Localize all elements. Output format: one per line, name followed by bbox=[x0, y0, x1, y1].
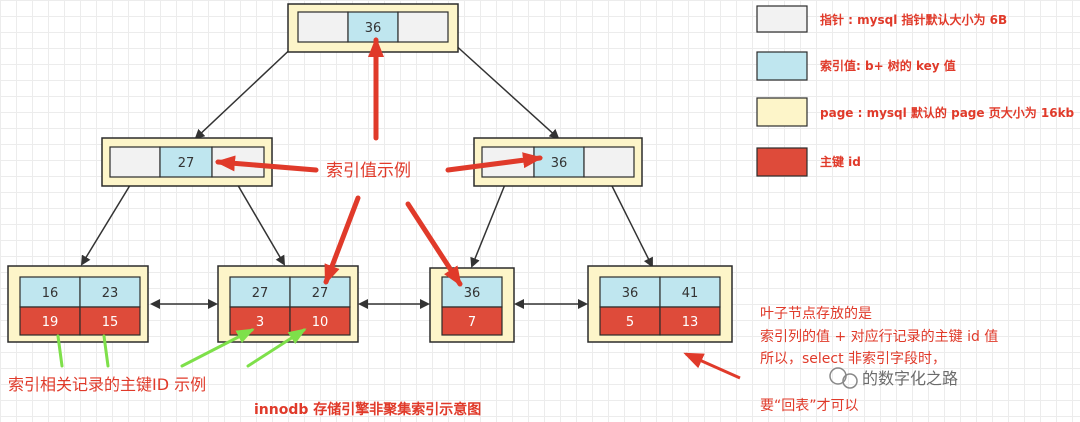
primary-key-value: 15 bbox=[102, 315, 119, 330]
primary-key-cell bbox=[19, 306, 81, 336]
edge-midleft-leaf1 bbox=[80, 181, 133, 266]
leaf-node-3: 36 7 bbox=[429, 267, 515, 343]
primary-key-value: 13 bbox=[682, 315, 699, 330]
key-value: 36 bbox=[551, 156, 568, 171]
leaf-note-line: 叶子节点存放的是 bbox=[760, 306, 872, 322]
pointer-cell bbox=[109, 146, 161, 178]
primary-key-value: 3 bbox=[256, 315, 264, 330]
primary-key-value: 5 bbox=[626, 315, 634, 330]
primary-key-cell bbox=[79, 306, 141, 336]
leaf-node-4: 36 41 5 13 bbox=[587, 265, 733, 343]
key-value: 27 bbox=[312, 286, 329, 301]
key-value: 23 bbox=[102, 286, 119, 301]
leaf-node-1: 16 23 19 15 bbox=[7, 265, 149, 343]
key-cell bbox=[159, 146, 213, 178]
green-arrow bbox=[180, 328, 255, 368]
primary-key-cell bbox=[599, 306, 661, 336]
edge-midright-leaf4 bbox=[609, 181, 653, 268]
primary-key-value: 7 bbox=[468, 315, 476, 330]
wechat-icon bbox=[842, 373, 858, 389]
key-cell bbox=[79, 276, 141, 308]
pointer-cell bbox=[297, 11, 349, 43]
edge-midright-leaf3 bbox=[470, 181, 507, 268]
legend-label: 主键 id bbox=[820, 154, 861, 169]
primary-key-value: 19 bbox=[42, 315, 59, 330]
diagram-caption: innodb 存储引擎非聚集索引示意图 bbox=[254, 401, 481, 418]
pk-example-label: 索引相关记录的主键ID 示例 bbox=[8, 375, 206, 394]
pointer-cell bbox=[583, 146, 635, 178]
green-arrow bbox=[102, 334, 110, 368]
root-node: 36 bbox=[287, 3, 459, 53]
key-value: 41 bbox=[682, 286, 699, 301]
primary-key-cell bbox=[659, 306, 721, 336]
legend-swatch-pointer bbox=[756, 5, 808, 33]
legend-swatch-key bbox=[756, 51, 808, 81]
leaf-note-arrow bbox=[683, 352, 741, 380]
key-cell bbox=[289, 276, 351, 308]
watermark-text: 的数字化之路 bbox=[862, 369, 958, 388]
index-example-label: 索引值示例 bbox=[326, 161, 411, 181]
legend-swatch-page bbox=[756, 97, 808, 127]
key-cell bbox=[229, 276, 291, 308]
legend: 指针 : mysql 指针默认大小为 6B 索引值: b+ 树的 key 值 p… bbox=[756, 5, 1075, 177]
edge-midleft-leaf2 bbox=[235, 181, 286, 266]
edge-root-midright bbox=[451, 41, 560, 140]
key-value: 16 bbox=[42, 286, 59, 301]
legend-label: page : mysql 默认的 page 页大小为 16kb bbox=[820, 105, 1075, 120]
arrow-to-midright bbox=[445, 152, 543, 173]
tree-connectors bbox=[80, 41, 653, 309]
primary-key-cell bbox=[441, 306, 503, 336]
key-value: 36 bbox=[622, 286, 639, 301]
arrow-to-leaf2 bbox=[323, 195, 361, 285]
key-value: 36 bbox=[365, 21, 382, 36]
leaf-note-line: 索引列的值 + 对应行记录的主键 id 值 bbox=[760, 328, 998, 345]
key-value: 27 bbox=[252, 286, 269, 301]
leaf-note-line: 所以，select 非索引字段时， bbox=[760, 350, 946, 367]
arrow-to-midleft bbox=[215, 155, 319, 173]
key-value: 27 bbox=[178, 156, 195, 171]
key-cell bbox=[599, 276, 661, 308]
leaf-note-line: 要“回表”才可以 bbox=[760, 398, 859, 414]
legend-label: 索引值: b+ 树的 key 值 bbox=[820, 58, 956, 73]
index-example-arrows bbox=[215, 37, 543, 287]
leaf-node-2: 27 27 3 10 bbox=[217, 265, 359, 343]
legend-swatch-pk bbox=[756, 147, 808, 177]
green-arrow bbox=[246, 328, 307, 368]
key-cell bbox=[659, 276, 721, 308]
key-value: 36 bbox=[464, 286, 481, 301]
primary-key-value: 10 bbox=[312, 315, 329, 330]
arrow-to-leaf3 bbox=[405, 201, 463, 287]
green-arrow bbox=[56, 334, 64, 368]
legend-label: 指针 : mysql 指针默认大小为 6B bbox=[820, 12, 1007, 27]
edge-root-midleft bbox=[194, 41, 299, 140]
leaf-note: 叶子节点存放的是 索引列的值 + 对应行记录的主键 id 值 所以，select… bbox=[760, 306, 998, 414]
pointer-cell bbox=[397, 11, 449, 43]
pk-example-arrows bbox=[56, 328, 307, 368]
watermark: 的数字化之路 bbox=[829, 367, 958, 389]
